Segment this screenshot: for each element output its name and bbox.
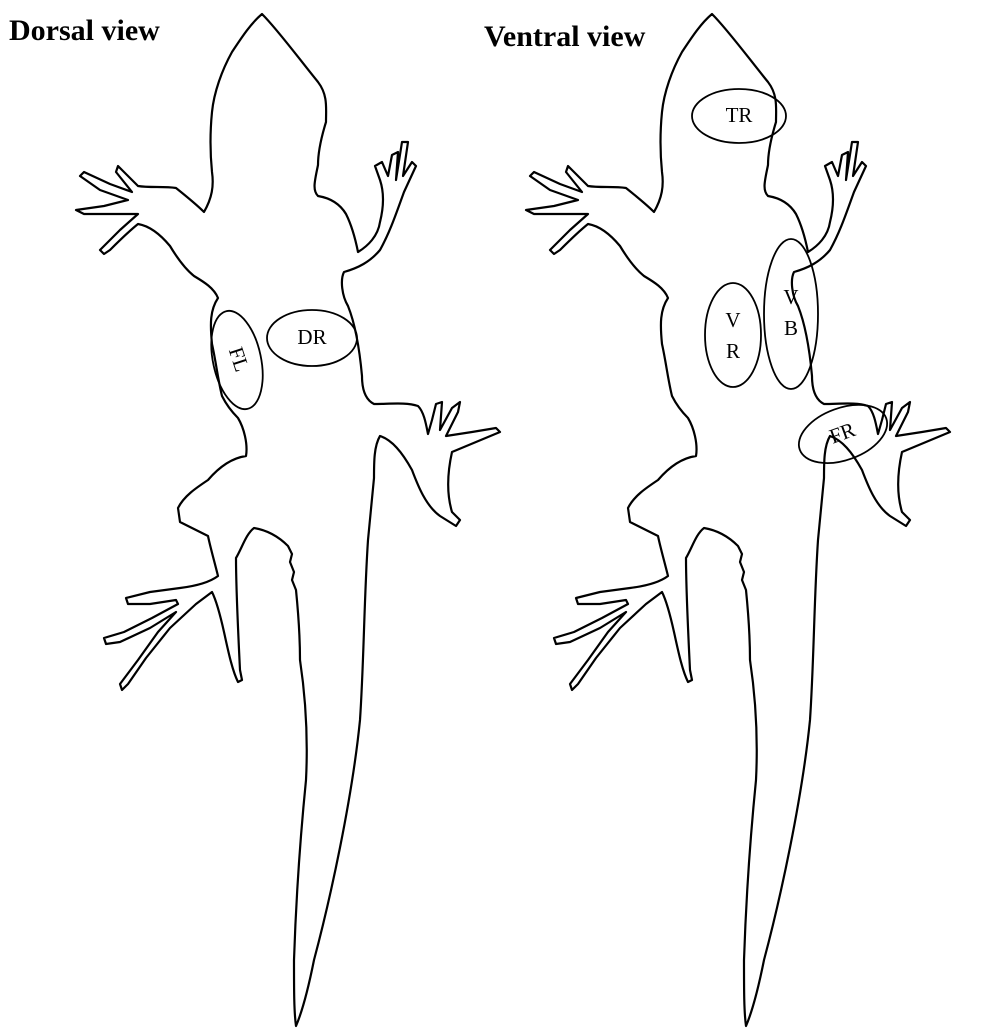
region-fr-label: FR (826, 417, 858, 448)
region-tr-label: TR (726, 103, 753, 127)
dorsal-lizard-outline (76, 14, 500, 1026)
region-dr-label: DR (297, 325, 326, 349)
region-vr-label-line2: R (726, 339, 740, 363)
region-dr: DR (267, 310, 357, 366)
region-fl: FL (203, 306, 271, 414)
region-vr-label-line1: V (725, 308, 740, 332)
region-tr: TR (692, 89, 786, 143)
ventral-lizard-outline (526, 14, 950, 1026)
region-fr: FR (791, 394, 895, 474)
region-vb-label-line1: V (783, 285, 798, 309)
region-vr: V R (705, 283, 761, 387)
region-vb-label-line2: B (784, 316, 798, 340)
region-vb: V B (764, 239, 818, 389)
region-fl-label: FL (224, 344, 254, 375)
